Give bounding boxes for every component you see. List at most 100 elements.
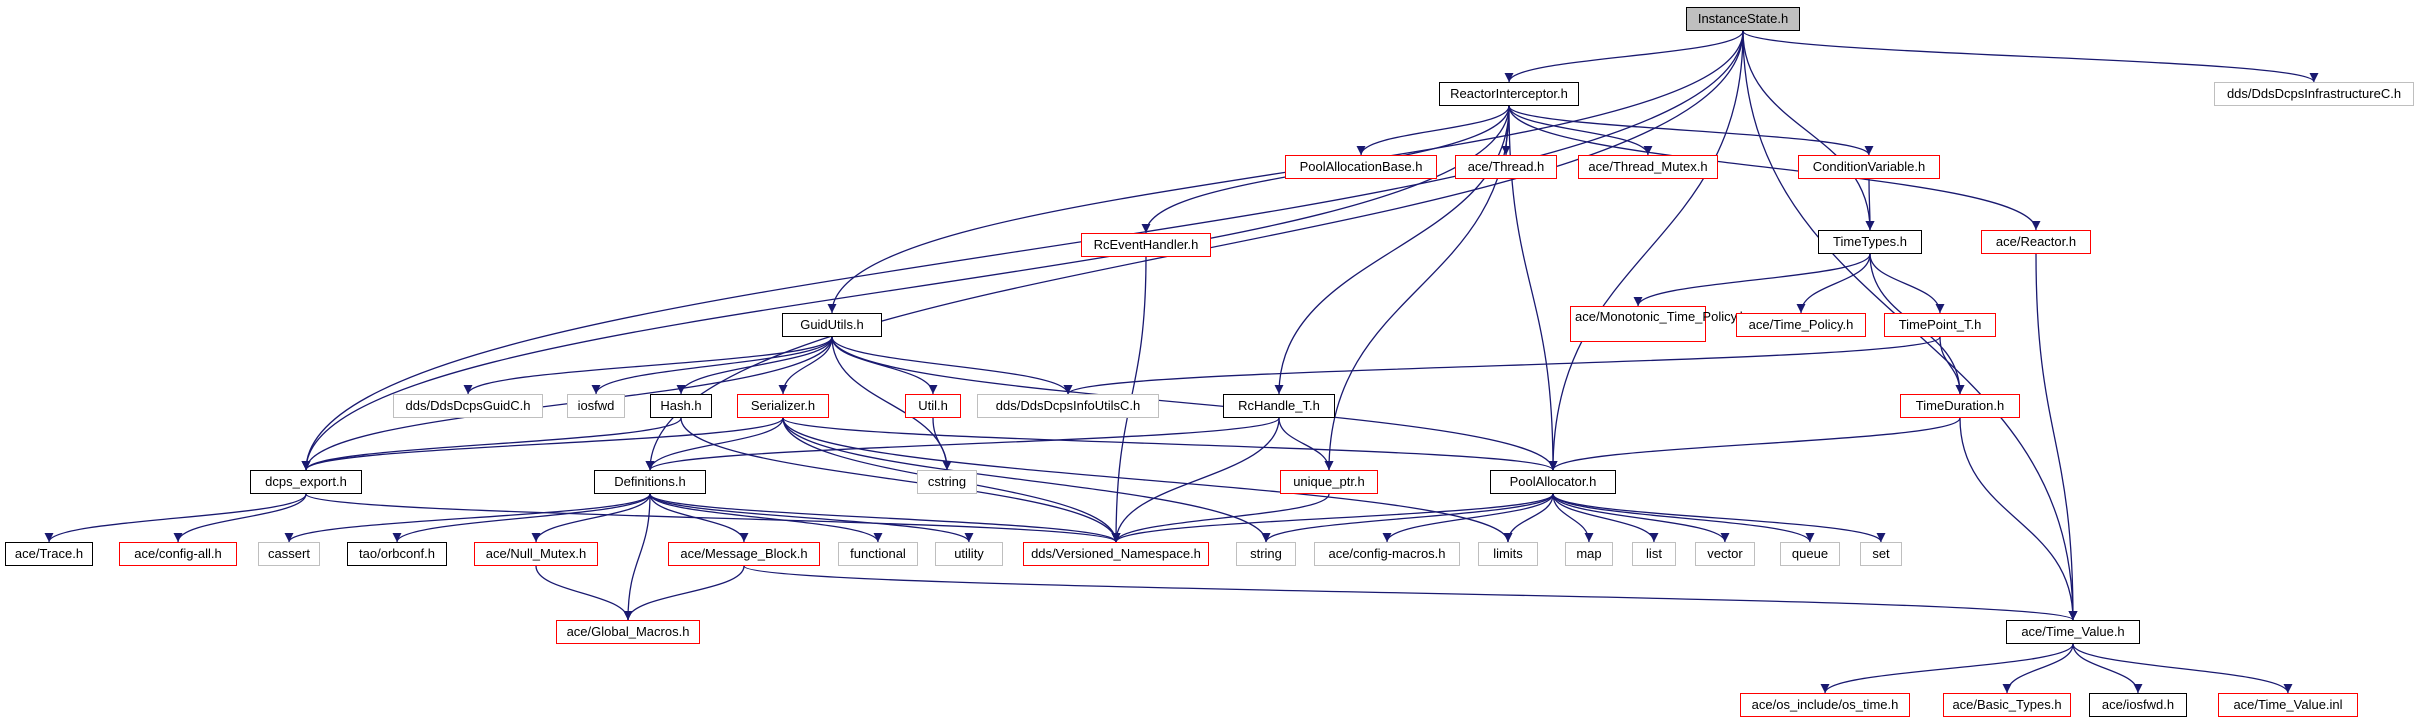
node-tao-orbconf[interactable]: tao/orbconf.h	[347, 542, 447, 566]
node-ace-time-policy[interactable]: ace/Time_Policy.h	[1736, 313, 1866, 337]
edge-ace_time_value-to-ace_basic_types	[2002, 643, 2074, 694]
edge-pool_allocator-to-list	[1552, 493, 1659, 543]
edge-hash-to-dcps_export	[301, 417, 682, 471]
edge-instance_state-to-pool_allocator	[1548, 30, 1744, 471]
node-queue: queue	[1780, 542, 1840, 566]
edge-guid_utils-to-util	[831, 336, 938, 395]
edge-rc_handle-to-unique_ptr	[1278, 417, 1334, 471]
node-ace-reactor[interactable]: ace/Reactor.h	[1981, 230, 2091, 254]
edge-rc_handle-to-definitions	[645, 417, 1280, 471]
node-unique-ptr[interactable]: unique_ptr.h	[1280, 470, 1378, 494]
edge-definitions-to-cassert	[284, 493, 651, 543]
edge-pool_allocator-to-vector	[1552, 493, 1730, 543]
node-time-types[interactable]: TimeTypes.h	[1818, 230, 1922, 254]
node-dcps-export[interactable]: dcps_export.h	[250, 470, 362, 494]
node-vector: vector	[1695, 542, 1755, 566]
edge-unique_ptr-to-dds_versioned	[1111, 493, 1330, 543]
node-ace-config-macros: ace/config-macros.h	[1314, 542, 1460, 566]
edge-pool_allocator-to-ace_config_macros	[1382, 493, 1554, 543]
node-dds-guid: dds/DdsDcpsGuidC.h	[393, 394, 543, 418]
node-guid-utils[interactable]: GuidUtils.h	[782, 313, 882, 337]
edge-dcps_export-to-dds_versioned	[305, 493, 1121, 543]
edge-definitions-to-ace_null_mutex	[531, 493, 651, 543]
edge-time_point-to-time_duration	[1939, 336, 1965, 395]
edge-ace_time_value-to-ace_os_time	[1820, 643, 2074, 694]
node-hash[interactable]: Hash.h	[650, 394, 712, 418]
edge-definitions-to-functional	[649, 493, 883, 543]
node-pool-allocation-base[interactable]: PoolAllocationBase.h	[1285, 155, 1437, 179]
edge-serializer-to-pool_allocator	[782, 417, 1558, 471]
node-time-point[interactable]: TimePoint_T.h	[1884, 313, 1996, 337]
node-cstring: cstring	[917, 470, 977, 494]
node-serializer[interactable]: Serializer.h	[737, 394, 829, 418]
edge-rc_handle-to-dds_versioned	[1111, 417, 1280, 543]
edge-guid_utils-to-dds_info_utils	[831, 336, 1073, 395]
edge-instance_state-to-dds_infra	[1742, 30, 2319, 83]
edge-instance_state-to-time_types	[1742, 30, 1875, 231]
node-string: string	[1236, 542, 1296, 566]
edge-condition_variable-to-time_types	[1865, 178, 1875, 231]
node-dds-info-utils: dds/DdsDcpsInfoUtilsC.h	[977, 394, 1159, 418]
edge-dcps_export-to-ace_config_all	[173, 493, 307, 543]
edge-definitions-to-ace_message_block	[649, 493, 749, 543]
edge-guid_utils-to-hash	[676, 336, 833, 395]
node-ace-null-mutex[interactable]: ace/Null_Mutex.h	[474, 542, 598, 566]
edge-time_duration-to-ace_time_value	[1959, 417, 2078, 621]
edge-instance_state-to-reactor_interceptor	[1504, 30, 1744, 83]
node-dds-infrastructure: dds/DdsDcpsInfrastructureC.h	[2214, 82, 2414, 106]
edge-dcps_export-to-ace_trace	[44, 493, 307, 543]
edge-definitions-to-ace_global_macros	[623, 493, 651, 621]
edge-guid_utils-to-serializer	[778, 336, 833, 395]
node-ace-os-time[interactable]: ace/os_include/os_time.h	[1740, 693, 1910, 717]
edge-util-to-cstring	[932, 417, 952, 471]
edge-pool_allocator-to-set	[1552, 493, 1886, 543]
node-ace-time-value[interactable]: ace/Time_Value.h	[2006, 620, 2140, 644]
edge-time_types-to-time_point	[1869, 253, 1945, 314]
node-util[interactable]: Util.h	[905, 394, 961, 418]
edge-serializer-to-dcps_export	[301, 417, 784, 471]
node-rc-handle[interactable]: RcHandle_T.h	[1223, 394, 1335, 418]
edge-reactor_interceptor-to-condition_variable	[1508, 105, 1874, 156]
node-condition-variable[interactable]: ConditionVariable.h	[1798, 155, 1940, 179]
node-ace-trace[interactable]: ace/Trace.h	[5, 542, 93, 566]
edge-definitions-to-dds_versioned	[649, 493, 1121, 543]
node-dds-versioned-namespace[interactable]: dds/Versioned_Namespace.h	[1023, 542, 1209, 566]
node-utility: utility	[935, 542, 1003, 566]
node-set: set	[1860, 542, 1902, 566]
node-ace-iosfwd[interactable]: ace/iosfwd.h	[2089, 693, 2187, 717]
node-ace-config-all[interactable]: ace/config-all.h	[119, 542, 237, 566]
edge-pool_allocator-to-map	[1552, 493, 1594, 543]
node-rc-event-handler[interactable]: RcEventHandler.h	[1081, 233, 1211, 257]
edge-ace_message_block-to-ace_time_value	[743, 565, 2078, 621]
node-ace-thread-mutex[interactable]: ace/Thread_Mutex.h	[1578, 155, 1718, 179]
node-limits: limits	[1478, 542, 1538, 566]
node-map: map	[1565, 542, 1613, 566]
edge-pool_allocator-to-string	[1261, 493, 1554, 543]
edge-hash-to-dds_versioned	[680, 417, 1121, 543]
node-ace-time-value-inl[interactable]: ace/Time_Value.inl	[2218, 693, 2358, 717]
edge-ace_time_value-to-ace_iosfwd	[2072, 643, 2143, 694]
edge-time_types-to-ace_time_policy	[1796, 253, 1871, 314]
node-pool-allocator[interactable]: PoolAllocator.h	[1490, 470, 1616, 494]
edge-reactor_interceptor-to-ace_thread_mutex	[1508, 105, 1653, 156]
edge-guid_utils-to-iosfwd	[591, 336, 833, 395]
edge-serializer-to-definitions	[645, 417, 784, 471]
node-functional: functional	[838, 542, 918, 566]
edge-definitions-to-utility	[649, 493, 974, 543]
node-definitions[interactable]: Definitions.h	[594, 470, 706, 494]
node-ace-message-block[interactable]: ace/Message_Block.h	[668, 542, 820, 566]
edge-time_types-to-ace_monotonic	[1633, 253, 1871, 307]
edge-ace_time_value-to-ace_time_value_inl	[2072, 643, 2293, 694]
edge-guid_utils-to-pool_allocator	[831, 336, 1558, 471]
edge-time_point-to-dds_info_utils	[1063, 336, 1941, 395]
edge-reactor_interceptor-to-pool_allocation_base	[1356, 105, 1510, 156]
node-ace-monotonic-time-policy[interactable]: ace/Monotonic_Time_Policy.h	[1570, 306, 1747, 342]
node-ace-thread[interactable]: ace/Thread.h	[1455, 155, 1557, 179]
node-reactor-interceptor[interactable]: ReactorInterceptor.h	[1439, 82, 1579, 106]
edge-pool_allocator-to-queue	[1552, 493, 1815, 543]
node-ace-global-macros[interactable]: ace/Global_Macros.h	[556, 620, 700, 644]
node-ace-basic-types[interactable]: ace/Basic_Types.h	[1943, 693, 2071, 717]
node-time-duration[interactable]: TimeDuration.h	[1900, 394, 2020, 418]
edge-serializer-to-string	[782, 417, 1271, 543]
node-instance-state: InstanceState.h	[1686, 7, 1800, 31]
